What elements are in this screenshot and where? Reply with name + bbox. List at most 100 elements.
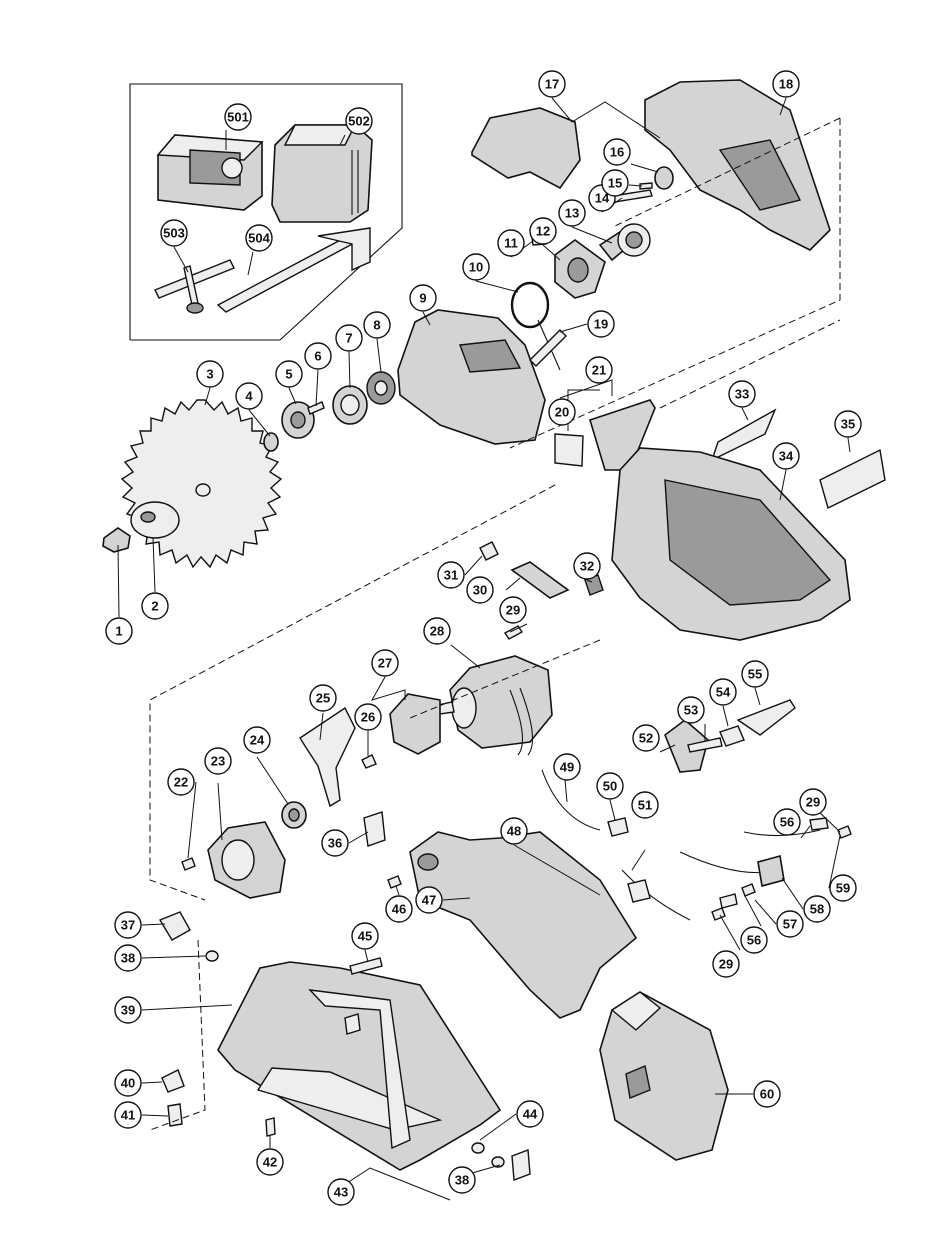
svg-text:29: 29 [806, 795, 820, 810]
callout-5: 5 [276, 361, 302, 387]
svg-text:7: 7 [345, 331, 352, 346]
callout-17: 17 [539, 71, 565, 97]
svg-text:17: 17 [545, 77, 559, 92]
svg-text:16: 16 [610, 145, 624, 160]
brush-assembly [182, 694, 440, 898]
svg-text:503: 503 [163, 226, 185, 241]
svg-text:20: 20 [555, 405, 569, 420]
callout-55: 55 [742, 661, 768, 687]
callout-44: 44 [517, 1101, 543, 1127]
callout-24: 24 [244, 727, 270, 753]
callout-48: 48 [501, 818, 527, 844]
callout-9: 9 [410, 285, 436, 311]
svg-text:45: 45 [358, 929, 372, 944]
handle [388, 832, 636, 1018]
callout-22: 22 [168, 769, 194, 795]
callout-19: 19 [588, 311, 614, 337]
callout-11: 11 [498, 230, 524, 256]
svg-text:48: 48 [507, 824, 521, 839]
svg-text:59: 59 [836, 881, 850, 896]
svg-text:50: 50 [603, 779, 617, 794]
battery-502 [272, 125, 372, 222]
callout-13: 13 [559, 200, 585, 226]
charger-501 [158, 135, 262, 210]
svg-text:36: 36 [328, 836, 342, 851]
callout-47: 47 [416, 887, 442, 913]
svg-text:38: 38 [121, 951, 135, 966]
callout-33: 33 [729, 381, 755, 407]
svg-text:21: 21 [592, 363, 606, 378]
svg-text:30: 30 [473, 583, 487, 598]
svg-text:29: 29 [719, 957, 733, 972]
callout-10: 10 [463, 254, 489, 280]
svg-text:13: 13 [565, 206, 579, 221]
motor [438, 656, 552, 755]
callout-45: 45 [352, 923, 378, 949]
saw-blade [122, 400, 281, 567]
callout-60: 60 [754, 1081, 780, 1107]
svg-text:42: 42 [263, 1155, 277, 1170]
callout-29b: 29 [800, 789, 826, 815]
svg-text:10: 10 [469, 260, 483, 275]
svg-text:49: 49 [560, 760, 574, 775]
svg-text:29: 29 [506, 603, 520, 618]
callout-20: 20 [549, 399, 575, 425]
callout-3: 3 [197, 361, 223, 387]
svg-text:5: 5 [285, 367, 292, 382]
callout-37: 37 [115, 912, 141, 938]
svg-text:37: 37 [121, 918, 135, 933]
callout-58: 58 [804, 896, 830, 922]
svg-text:56: 56 [780, 815, 794, 830]
callout-59: 59 [830, 875, 856, 901]
callout-34: 34 [773, 443, 799, 469]
svg-text:502: 502 [348, 114, 370, 129]
svg-text:11: 11 [504, 236, 518, 251]
lower-guard [398, 310, 545, 444]
callout-54: 54 [710, 679, 736, 705]
svg-text:31: 31 [444, 568, 458, 583]
callout-32: 32 [574, 553, 600, 579]
svg-text:57: 57 [783, 917, 797, 932]
callout-15: 15 [602, 170, 628, 196]
callout-28: 28 [424, 618, 450, 644]
svg-text:46: 46 [392, 902, 406, 917]
callout-503: 503 [161, 220, 187, 246]
svg-text:55: 55 [748, 667, 762, 682]
svg-text:60: 60 [760, 1087, 774, 1102]
callout-501: 501 [225, 104, 251, 130]
callout-26: 26 [355, 704, 381, 730]
svg-text:56: 56 [747, 933, 761, 948]
svg-text:8: 8 [373, 318, 380, 333]
svg-text:26: 26 [361, 710, 375, 725]
callout-25: 25 [310, 685, 336, 711]
svg-text:39: 39 [121, 1003, 135, 1018]
svg-text:35: 35 [841, 417, 855, 432]
callout-31: 31 [438, 562, 464, 588]
svg-text:2: 2 [151, 599, 158, 614]
svg-text:53: 53 [684, 703, 698, 718]
svg-text:28: 28 [430, 624, 444, 639]
callout-35: 35 [835, 411, 861, 437]
callout-1: 1 [106, 618, 132, 644]
callout-46: 46 [386, 896, 412, 922]
callout-23: 23 [205, 748, 231, 774]
callout-53: 53 [678, 697, 704, 723]
callout-56a: 56 [774, 809, 800, 835]
callout-29c: 29 [713, 951, 739, 977]
svg-text:34: 34 [779, 449, 794, 464]
callout-52: 52 [633, 725, 659, 751]
callout-504: 504 [246, 225, 272, 251]
callout-6: 6 [305, 343, 331, 369]
svg-text:1: 1 [115, 624, 122, 639]
callout-57: 57 [777, 911, 803, 937]
callout-41: 41 [115, 1102, 141, 1128]
svg-text:23: 23 [211, 754, 225, 769]
svg-text:24: 24 [250, 733, 265, 748]
callout-39: 39 [115, 997, 141, 1023]
callout-2: 2 [142, 593, 168, 619]
callout-21: 21 [586, 357, 612, 383]
base-assembly [160, 912, 530, 1180]
svg-text:22: 22 [174, 775, 188, 790]
svg-text:501: 501 [227, 110, 249, 125]
